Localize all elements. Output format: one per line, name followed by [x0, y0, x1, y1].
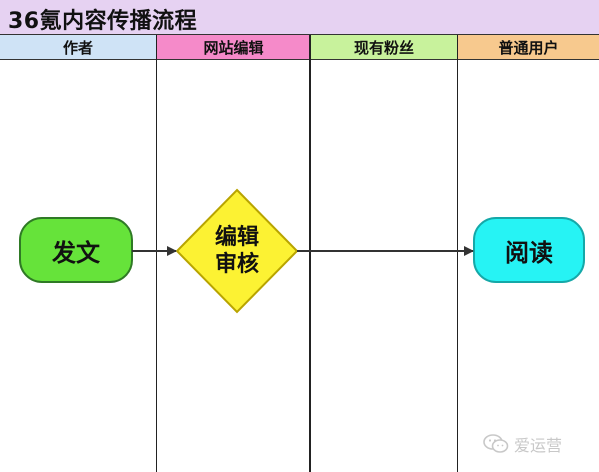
lane-label-author: 作者 [62, 38, 93, 57]
lane-divider [156, 35, 157, 472]
read-node-shape [473, 217, 585, 283]
lane-label-existing-fans: 现有粉丝 [353, 38, 414, 57]
lane-header-existing-fans: 现有粉丝 [311, 35, 457, 60]
review-node-text-line2: 审核 [214, 252, 259, 277]
lane-label-site-editor: 网站编辑 [203, 38, 264, 57]
review-node-text-line1: 编辑 [214, 224, 259, 250]
lane-header-site-editor: 网站编辑 [157, 35, 310, 60]
lane-divider [457, 35, 458, 472]
lane-divider [309, 35, 311, 472]
diagram-title: 36氪内容传播流程 [8, 9, 198, 34]
wechat-icon [483, 434, 509, 453]
publish-node-label: 发文 [20, 218, 132, 282]
watermark: 爱运营 [483, 432, 562, 456]
lane-label-general-users: 普通用户 [498, 38, 559, 57]
lane-header-general-users: 普通用户 [458, 35, 599, 60]
read-node-label: 阅读 [474, 218, 584, 282]
publish-node-text: 发文 [52, 238, 100, 267]
watermark-text: 爱运营 [514, 436, 563, 455]
lane-header-author: 作者 [0, 35, 156, 60]
read-node-text: 阅读 [505, 238, 553, 267]
review-node-shape [175, 188, 299, 314]
title-bar: 36氪内容传播流程 [0, 0, 599, 35]
review-node-label: 编辑 审核 [187, 211, 287, 291]
